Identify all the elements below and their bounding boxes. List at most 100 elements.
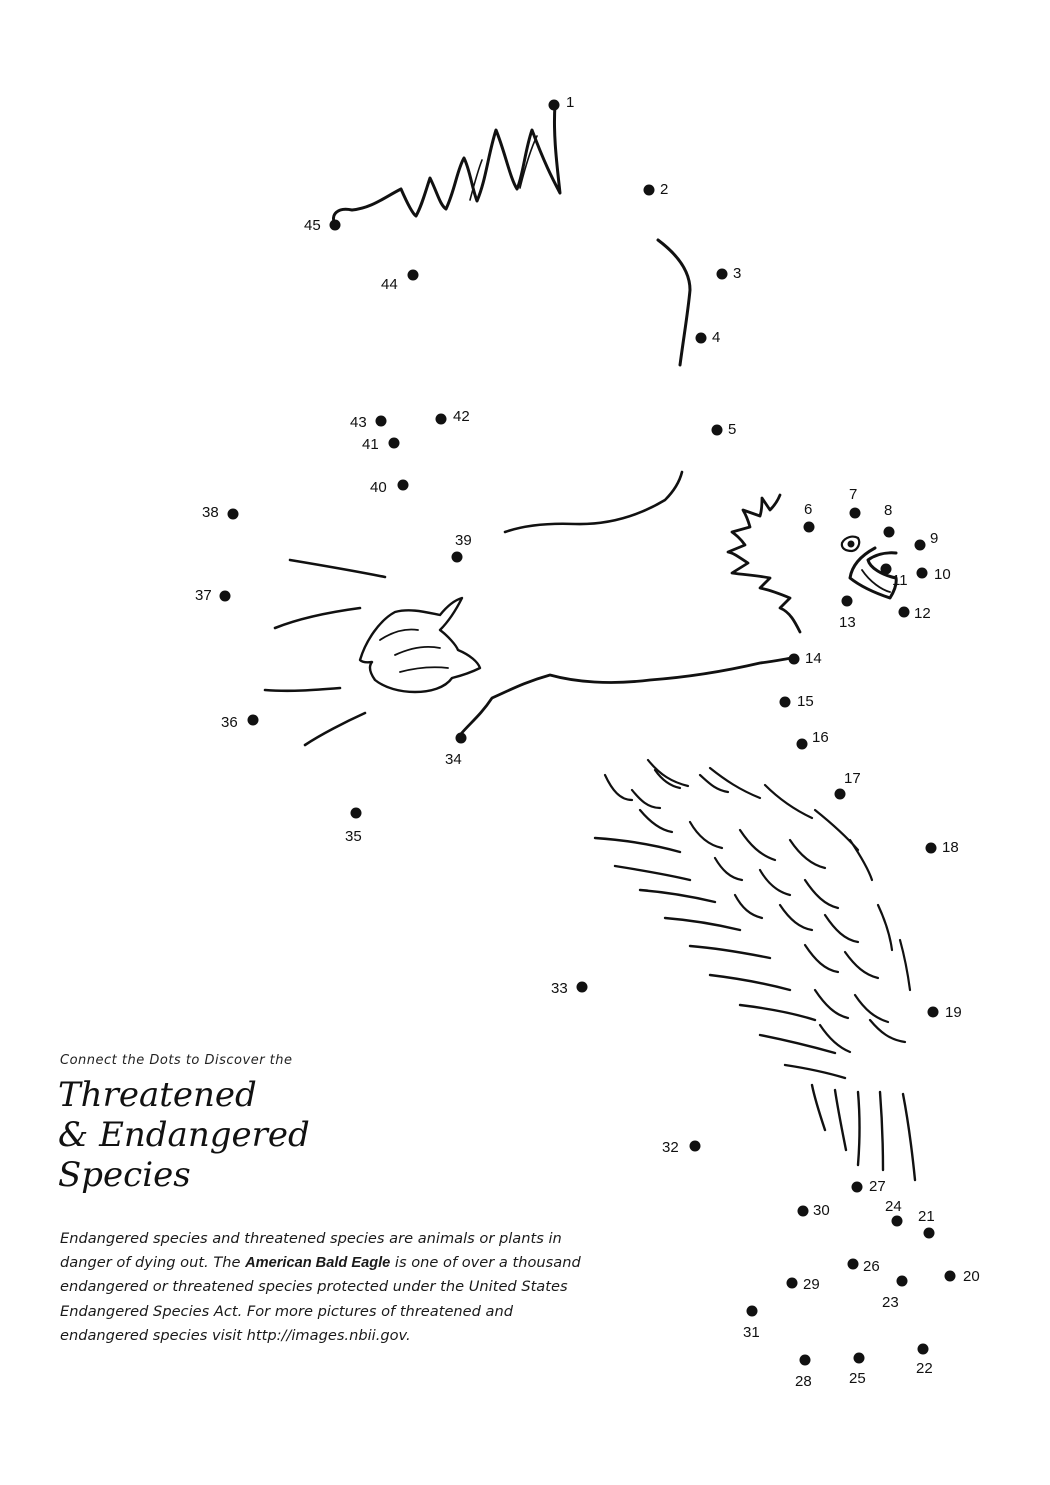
dot-label-45: 45 (304, 217, 321, 234)
dot-44 (407, 269, 419, 281)
dot-45 (329, 219, 341, 231)
tail-feather-4 (303, 711, 367, 747)
dot-label-7: 7 (849, 486, 857, 503)
tail-feather-3 (263, 686, 342, 693)
dot-25 (853, 1352, 865, 1364)
description-paragraph: Endangered species and threatened specie… (60, 1227, 600, 1348)
dot-18 (925, 842, 937, 854)
dot-21 (923, 1227, 935, 1239)
dot-label-39: 39 (455, 532, 472, 549)
dot-label-34: 34 (445, 751, 462, 768)
dot-4 (695, 332, 707, 344)
dot-label-3: 3 (733, 265, 741, 282)
dot-24 (891, 1215, 903, 1227)
dot-label-5: 5 (728, 421, 736, 438)
dot-3 (716, 268, 728, 280)
dot-label-40: 40 (370, 479, 387, 496)
dot-label-16: 16 (812, 729, 829, 746)
dot-14 (788, 653, 800, 665)
crest-inner-stroke (469, 135, 538, 201)
dot-36 (247, 714, 259, 726)
dot-9 (914, 539, 926, 551)
dot-label-31: 31 (743, 1324, 760, 1341)
wing-feathers (593, 836, 917, 1182)
dots (219, 99, 956, 1366)
dot-10 (916, 567, 928, 579)
dot-11 (880, 563, 892, 575)
dot-label-36: 36 (221, 714, 238, 731)
dot-34 (455, 732, 467, 744)
dot-41 (388, 437, 400, 449)
wing-scallops (603, 758, 912, 1054)
dot-label-1: 1 (566, 94, 574, 111)
dot-label-27: 27 (869, 1178, 886, 1195)
title-line-1: Threatened (58, 1075, 257, 1115)
dot-label-8: 8 (884, 502, 892, 519)
dot-2 (643, 184, 655, 196)
dot-5 (711, 424, 723, 436)
dot-33 (576, 981, 588, 993)
dot-label-4: 4 (712, 329, 720, 346)
beak-stroke (848, 546, 898, 600)
dot-26 (847, 1258, 859, 1270)
dot-label-32: 32 (662, 1139, 679, 1156)
eye-stroke (840, 535, 861, 553)
dot-label-17: 17 (844, 770, 861, 787)
dot-label-14: 14 (805, 650, 822, 667)
dot-28 (799, 1354, 811, 1366)
dot-label-33: 33 (551, 980, 568, 997)
dot-30 (797, 1205, 809, 1217)
dot-labels: 1 2 3 4 5 6 7 8 9 10 11 12 13 14 15 16 1… (195, 94, 980, 1390)
dot-38 (227, 508, 239, 520)
dot-label-42: 42 (453, 408, 470, 425)
tail-feather-2 (273, 606, 362, 630)
neck-stroke (656, 238, 692, 367)
dot-13 (841, 595, 853, 607)
dot-label-21: 21 (918, 1208, 935, 1225)
dot-8 (883, 526, 895, 538)
dot-label-26: 26 (863, 1258, 880, 1275)
dot-39 (451, 551, 463, 563)
dot-43 (375, 415, 387, 427)
page-title: Threatened & Endangered Species (58, 1075, 478, 1195)
dot-label-12: 12 (914, 605, 931, 622)
eagle-sketch-lines (263, 103, 917, 1182)
title-line-2: & Endangered (58, 1115, 310, 1155)
dot-label-13: 13 (839, 614, 856, 631)
dot-35 (350, 807, 362, 819)
talon-inner-stroke (379, 628, 449, 673)
dot-32 (689, 1140, 701, 1152)
dot-20 (944, 1270, 956, 1282)
dot-23 (896, 1275, 908, 1287)
dot-6 (803, 521, 815, 533)
dot-label-11: 11 (892, 572, 908, 589)
dot-label-43: 43 (350, 414, 367, 431)
dot-label-30: 30 (813, 1202, 830, 1219)
dot-label-22: 22 (916, 1360, 933, 1377)
title-line-3: Species (58, 1155, 191, 1195)
dot-label-37: 37 (195, 587, 212, 604)
dot-22 (917, 1343, 929, 1355)
body-lower-stroke (458, 656, 794, 737)
dot-27 (851, 1181, 863, 1193)
dot-42 (435, 413, 447, 425)
dot-17 (834, 788, 846, 800)
intro-line: Connect the Dots to Discover the (60, 1053, 293, 1068)
dot-label-29: 29 (803, 1276, 820, 1293)
dot-label-38: 38 (202, 504, 219, 521)
description-emphasis: American Bald Eagle (245, 1255, 391, 1272)
tail-feather-1 (288, 558, 387, 579)
dot-label-24: 24 (885, 1198, 902, 1215)
dot-29 (786, 1277, 798, 1289)
dot-40 (397, 479, 409, 491)
beak-inner-stroke (861, 569, 891, 593)
description-after: is one of over a thousand endangered or … (60, 1254, 581, 1344)
eye-pupil (847, 540, 855, 548)
dot-1 (548, 99, 560, 111)
dot-label-20: 20 (963, 1268, 980, 1285)
dot-label-35: 35 (345, 828, 362, 845)
talon-stroke (358, 596, 482, 694)
dot-label-18: 18 (942, 839, 959, 856)
dot-37 (219, 590, 231, 602)
